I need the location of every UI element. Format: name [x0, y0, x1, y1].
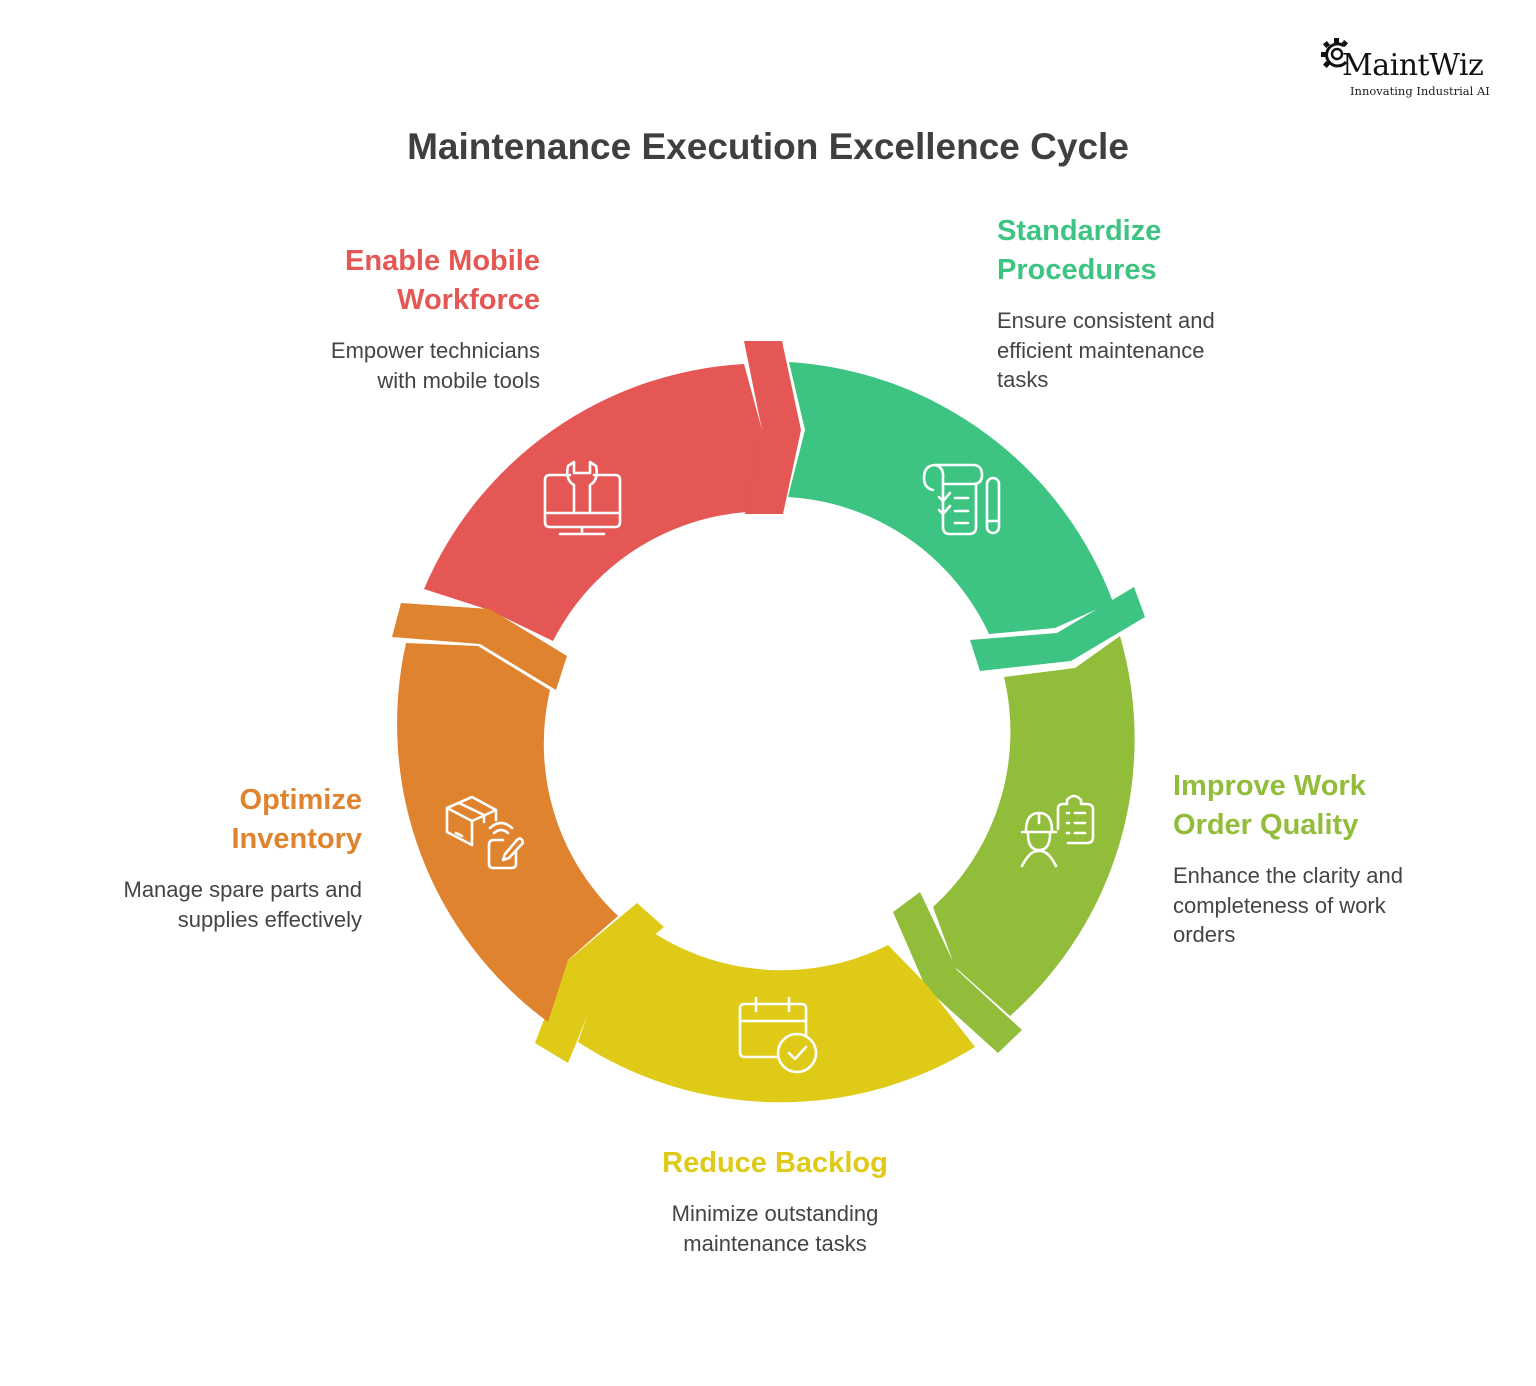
worker-clipboard-icon: [1020, 794, 1095, 868]
segment-improve-work-order-quality[interactable]: [933, 636, 1135, 1016]
desc-line: Enhance the clarity and: [1173, 863, 1403, 888]
heading-line: Inventory: [231, 823, 362, 855]
heading-line: Workforce: [397, 284, 540, 316]
page-title: Maintenance Execution Excellence Cycle: [407, 126, 1129, 167]
stage-optimize-inventory: Optimize Inventory Manage spare parts an…: [62, 781, 363, 934]
connector-tab-green: [970, 587, 1145, 671]
stage-improve-work-order-quality: Improve Work Order Quality Enhance the c…: [1173, 767, 1493, 950]
stage-description: Minimize outstanding maintenance tasks: [575, 1199, 975, 1258]
monitor-wrench-icon: [543, 460, 622, 536]
stage-heading: Enable Mobile Workforce: [240, 242, 540, 320]
logo-tagline: Innovating Industrial AI: [1350, 84, 1490, 98]
heading-line: Standardize: [997, 215, 1162, 247]
heading-line: Reduce Backlog: [662, 1147, 888, 1179]
connector-tab-orange: [392, 603, 567, 690]
maintwiz-logo: MaintWiz Innovating Industrial AI: [1320, 36, 1500, 100]
desc-line: completeness of work: [1173, 892, 1386, 918]
connector-tab-red: [744, 341, 801, 514]
desc-line: Minimize outstanding: [671, 1201, 879, 1226]
desc-line: Manage spare parts and: [123, 877, 363, 902]
checklist-pen-icon: [922, 463, 1001, 536]
stage-heading: Reduce Backlog: [575, 1144, 975, 1183]
stage-description: Enhance the clarity and completeness of …: [1173, 861, 1493, 950]
heading-line: Improve Work: [1173, 770, 1366, 802]
stage-heading: Improve Work Order Quality: [1173, 767, 1493, 845]
desc-line: efficient maintenance: [997, 337, 1205, 363]
box-tablet-icon: [445, 795, 525, 870]
stage-standardize-procedures: Standardize Procedures Ensure consistent…: [997, 212, 1297, 395]
desc-line: orders: [1173, 922, 1236, 947]
desc-line: with mobile tools: [377, 367, 540, 393]
logo-wordmark: MaintWiz: [1342, 48, 1484, 83]
heading-line: Optimize: [239, 784, 362, 816]
gear-icon: [1321, 38, 1349, 69]
connector-tab-yellow: [535, 903, 664, 1063]
desc-line: maintenance tasks: [683, 1230, 867, 1256]
connector-tab-olive: [893, 892, 1022, 1053]
stage-reduce-backlog: Reduce Backlog Minimize outstanding main…: [575, 1144, 975, 1258]
segment-standardize-procedures[interactable]: [788, 362, 1113, 634]
heading-line: Enable Mobile: [345, 245, 540, 277]
desc-line: Ensure consistent and: [997, 308, 1215, 333]
segment-reduce-backlog[interactable]: [578, 933, 975, 1103]
desc-line: tasks: [997, 367, 1049, 392]
desc-line: Empower technicians: [330, 338, 540, 363]
stage-heading: Optimize Inventory: [62, 781, 362, 859]
heading-line: Procedures: [997, 254, 1157, 286]
calendar-check-icon: [738, 996, 818, 1074]
stage-description: Ensure consistent and efficient maintena…: [997, 306, 1297, 395]
segment-enable-mobile-workforce[interactable]: [424, 364, 762, 641]
stage-description: Manage spare parts and supplies effectiv…: [62, 875, 363, 934]
desc-line: supplies effectively: [177, 906, 362, 932]
heading-line: Order Quality: [1173, 809, 1359, 841]
stage-description: Empower technicians with mobile tools: [240, 336, 540, 395]
stage-heading: Standardize Procedures: [997, 212, 1297, 290]
stage-enable-mobile-workforce: Enable Mobile Workforce Empower technici…: [240, 242, 540, 395]
